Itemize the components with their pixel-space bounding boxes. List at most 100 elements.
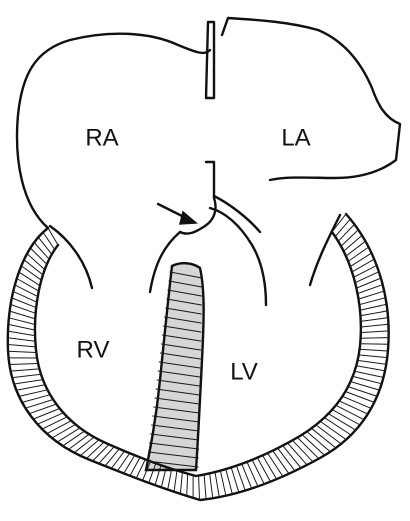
myocardium-hatch-line [8, 351, 36, 352]
myocardium-hatch-line [288, 443, 307, 465]
myocardium-hatch-line [24, 260, 43, 275]
myocardium-hatch-line [86, 442, 104, 458]
myocardium-hatch-line [345, 392, 374, 403]
myocardium-hatch-line [268, 453, 283, 476]
myocardium-hatch-line [353, 376, 382, 383]
myocardium-hatch-line [350, 253, 371, 267]
myocardium-hatch-line [105, 449, 119, 466]
myocardium-hatch-line [360, 349, 388, 351]
myocardium-hatch-line [57, 428, 80, 442]
myocardium-hatch-line [355, 371, 384, 377]
label-right-ventricle: RV [77, 337, 110, 364]
myocardium-hatch-line [360, 304, 387, 310]
myocardium-hatch-line [16, 385, 45, 391]
myocardium-hatch-line [80, 440, 99, 456]
myocardium-hatch-line [43, 232, 55, 249]
myocardium-hatch-line [328, 414, 355, 430]
myocardium-hatch-line [199, 476, 200, 500]
myocardium-hatch-line [69, 434, 90, 449]
myocardium-hatch-line [359, 355, 388, 358]
myocardium-hatch-line [180, 472, 182, 494]
myocardium-hatch-line [352, 259, 374, 272]
myocardium-hatch-line [8, 331, 35, 336]
myocardium-hatch-line [324, 418, 351, 435]
myocardium-hatch-line [30, 248, 47, 264]
myocardium-hatch-line [93, 445, 109, 462]
myocardium-hatch-line [360, 344, 388, 345]
myocardium-hatch-line [99, 447, 114, 464]
myocardium-hatch-line [220, 471, 226, 496]
mitral-leaflet-anterior [210, 208, 266, 305]
myocardium-hatch-line [348, 247, 369, 261]
myocardium-hatch-line [341, 230, 358, 246]
myocardium-hatch-line [338, 224, 354, 241]
myocardium-hatch-line [74, 437, 94, 453]
myocardium-hatch-line [215, 472, 219, 497]
myocardium-hatch-line [356, 366, 385, 371]
myocardium-hatch-line [8, 324, 35, 330]
myocardium-hatch-line [47, 421, 71, 434]
myocardium-hatch-line [361, 318, 388, 322]
myocardium-hatch-line [168, 469, 172, 490]
myocardium-hatch-line [42, 417, 67, 429]
myocardium-hatch-line [343, 396, 372, 408]
left-atrium-wall [222, 18, 400, 180]
myocardium-hatch-line [38, 413, 64, 424]
mitral-leaflet-posterior [310, 215, 340, 285]
myocardium-hatch-line [346, 241, 366, 256]
myocardium-hatch-line [8, 338, 36, 342]
myocardium-hatch-line [344, 235, 362, 251]
myocardium-hatch-line [226, 469, 233, 494]
myocardium-hatch-line [33, 409, 60, 420]
myocardium-hatch-line [14, 380, 43, 384]
myocardium-hatch-line [8, 345, 36, 347]
myocardium-hatch-line [355, 272, 379, 283]
myocardium-hatch-line [17, 279, 39, 292]
myocardium-hatch-line [13, 291, 37, 302]
myocardium-hatch-line [27, 254, 45, 270]
myocardium-hatch-line [263, 456, 277, 480]
myocardium-hatch-line [52, 424, 76, 438]
myocardium-hatch-line [273, 451, 289, 474]
myocardium-hatch-line [278, 448, 295, 471]
myocardium-hatch-line [252, 460, 264, 484]
myocardium-hatch-line [34, 243, 49, 260]
myocardium-hatch-line [293, 440, 313, 462]
myocardium-hatch-line [38, 237, 51, 254]
myocardium-hatch-line [21, 266, 41, 280]
myocardium-hatch-line [63, 431, 85, 446]
myocardium-hatch-line [15, 285, 38, 297]
myocardium-hatch-line [9, 318, 35, 325]
myocardium-hatch-line [111, 451, 124, 468]
myocardium-hatch-line [12, 374, 41, 377]
label-left-ventricle: LV [230, 359, 258, 386]
myocardium-hatch-line [361, 331, 389, 333]
atrial-septum-upper [206, 22, 214, 98]
myocardium-hatch-line [283, 446, 301, 468]
myocardium-hatch-line [354, 265, 377, 277]
myocardium-hatch-line [361, 338, 389, 339]
myocardium-hatch-line [257, 458, 270, 482]
myocardium-hatch-line [358, 360, 387, 364]
myocardium-hatch-line [19, 390, 47, 397]
label-left-atrium: LA [281, 125, 310, 152]
myocardium-hatch-line [359, 298, 385, 305]
myocardium-hatch-line [361, 324, 389, 327]
myocardium-hatch-line [204, 475, 206, 500]
myocardium-hatch-line [336, 405, 364, 419]
myocardium-hatch-line [360, 311, 387, 316]
label-right-atrium: RA [85, 125, 118, 152]
myocardium-hatch-line [19, 272, 40, 286]
tricuspid-leaflet-lateral [50, 226, 92, 288]
myocardium-hatch-line [187, 474, 188, 496]
myocardium-hatch-line [11, 369, 40, 371]
myocardium-hatch-line [247, 462, 258, 487]
myocardium-hatch-line [231, 468, 239, 493]
myocardium-hatch-line [339, 401, 367, 414]
myocardium-hatch-line [332, 410, 360, 425]
myocardium-hatch-line [118, 453, 130, 471]
myocardium-hatch-line [210, 473, 213, 498]
myocardium-hatch-line [174, 471, 177, 492]
myocardium-hatch-line [9, 364, 38, 365]
